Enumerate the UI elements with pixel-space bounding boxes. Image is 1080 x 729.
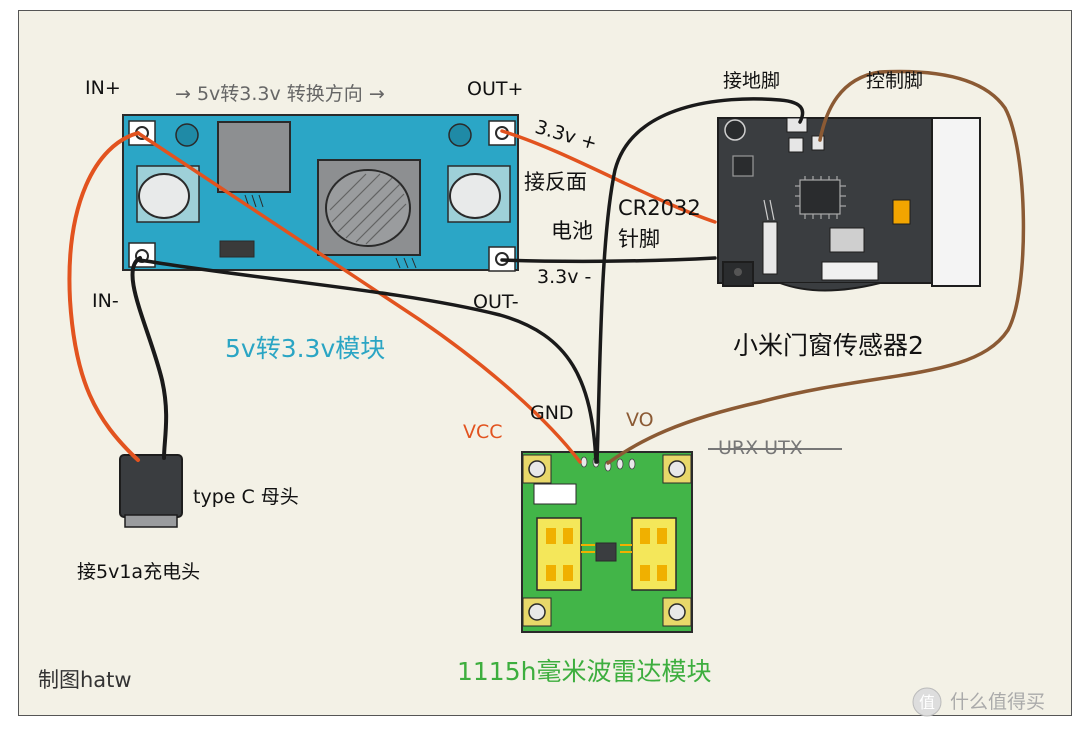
radar-urx-utx-label: URX UTX: [718, 437, 803, 459]
sensor-title: 小米门窗传感器2: [733, 331, 924, 360]
cr2032-label-line1: CR2032: [618, 196, 701, 220]
out-plus-label: OUT+: [467, 78, 524, 100]
wires: [67, 69, 1026, 465]
battery-label-line2: 电池: [551, 219, 593, 243]
wire-radar-gnd-to-sensor-ground: [595, 97, 805, 464]
credit-label: 制图hatw: [38, 668, 132, 692]
radar-title: 1115h毫米波雷达模块: [457, 657, 712, 686]
out-minus-label: OUT-: [473, 291, 519, 313]
charger-note: 接5v1a充电头: [77, 561, 201, 583]
converter-board: [122, 114, 519, 272]
wire-in-minus-to-usb: [130, 256, 169, 460]
wire-label-3v3-minus: 3.3v -: [537, 266, 592, 288]
radar-vcc-label: VCC: [463, 421, 503, 443]
typec-label: type C 母头: [193, 486, 299, 508]
conversion-direction-label: → 5v转3.3v 转换方向 →: [175, 83, 385, 105]
svg-text:值: 值: [919, 693, 935, 712]
converter-title: 5v转3.3v模块: [225, 334, 386, 363]
door-sensor-board: [717, 117, 981, 292]
watermark-text: 什么值得买: [950, 691, 1046, 713]
radar-vo-label: VO: [626, 409, 654, 431]
wire-out-minus-to-cr2032: [500, 256, 717, 264]
typec-connector: [119, 454, 183, 528]
watermark-icon: 值: [912, 687, 942, 717]
in-plus-label: IN+: [85, 77, 121, 99]
radar-board: [521, 451, 693, 633]
battery-label-line1: 接反面: [524, 170, 587, 194]
sensor-ground-pin-label: 接地脚: [723, 70, 781, 92]
wire-in-plus-to-vcc: [136, 131, 582, 464]
radar-gnd-label: GND: [530, 402, 574, 424]
wire-out-plus-to-cr2032: [500, 129, 717, 224]
cr2032-label-line2: 针脚: [618, 227, 660, 251]
wire-radar-vo-to-control: [606, 69, 1026, 465]
in-minus-label: IN-: [92, 290, 119, 312]
sensor-control-pin-label: 控制脚: [866, 70, 924, 92]
wire-in-plus-to-usb: [67, 131, 140, 462]
wire-in-minus-to-gnd: [138, 258, 598, 464]
